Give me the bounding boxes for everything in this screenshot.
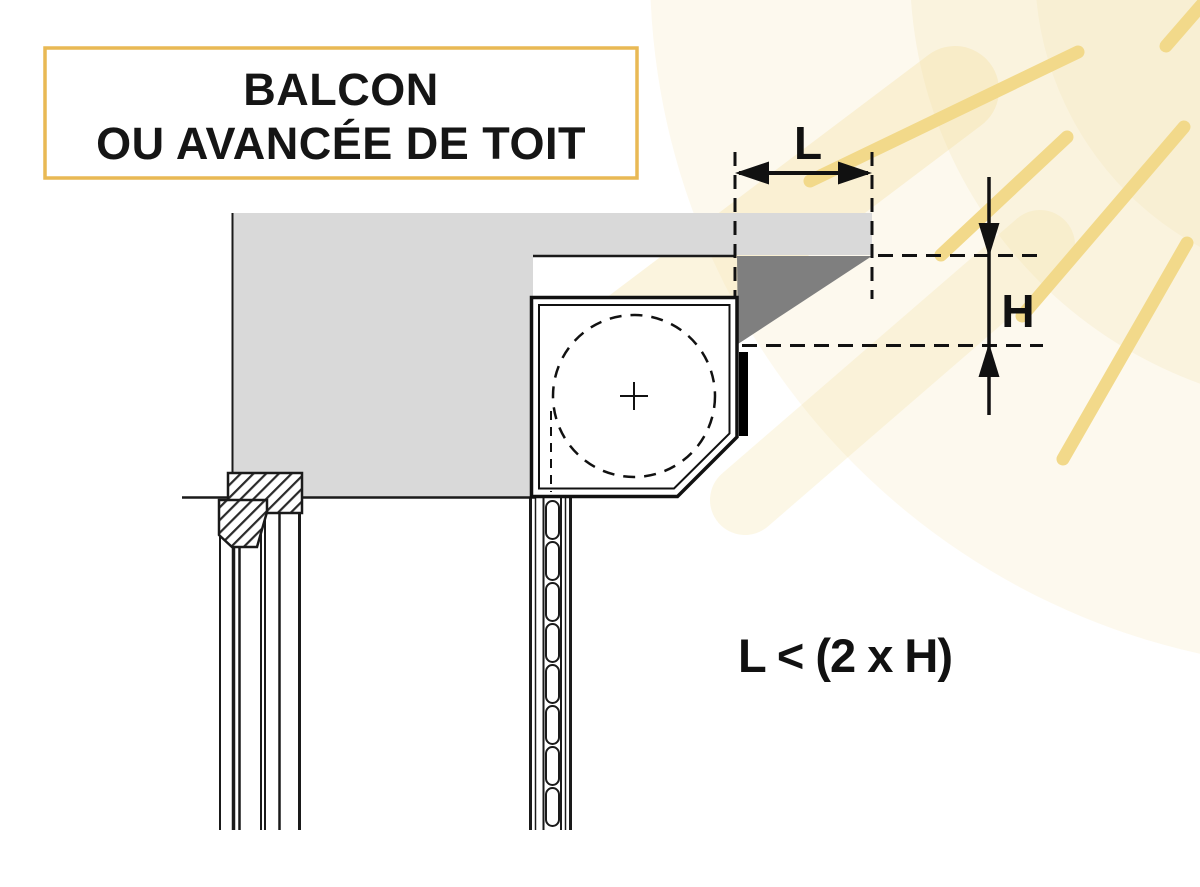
sun-ray (1015, 120, 1191, 323)
arrowhead-right (838, 161, 872, 185)
slat (545, 664, 560, 704)
shutter-roll-dashed-circle (551, 313, 717, 479)
frame-hatched-block (217, 498, 269, 549)
dimension-H: H (742, 177, 1043, 415)
shutter-box (529, 295, 748, 499)
sun-ray (934, 130, 1074, 262)
sun-ray (1159, 0, 1200, 53)
slat (545, 787, 560, 827)
slat (545, 541, 560, 581)
slat (545, 705, 560, 745)
dimension-L: L (733, 117, 874, 299)
slat (545, 746, 560, 786)
sun-ray (803, 45, 1085, 188)
slat (545, 623, 560, 663)
rule-formula: L < (2 x H) (738, 629, 952, 682)
arrowhead-down (978, 223, 1000, 257)
title-box-border (43, 46, 639, 180)
title-box: BALCON OU AVANCÉE DE TOIT (43, 46, 639, 180)
dimension-L-label: L (794, 117, 822, 169)
sun-rays (803, 0, 1200, 466)
dimension-H-label: H (1001, 285, 1034, 337)
sun-beam (710, 210, 1075, 535)
arrowhead-up (978, 343, 1000, 377)
roll-axis-cross (620, 382, 648, 410)
curtain-exit-bar (739, 352, 748, 436)
slat (545, 582, 560, 622)
curtain-slats (545, 500, 560, 827)
sun-ray (1056, 236, 1194, 466)
shutter-curtain-section (529, 497, 572, 830)
box-inner-wall (538, 304, 731, 490)
title-line-1: BALCON (243, 64, 438, 115)
title-line-2: OU AVANCÉE DE TOIT (96, 118, 586, 169)
sun-halo-inner (1036, 0, 1200, 247)
slat (545, 500, 560, 540)
arrowhead-left (735, 161, 769, 185)
sun-glow (586, 0, 1200, 654)
slab-polygon (232, 213, 872, 497)
window-frame-section (217, 471, 304, 830)
shadow-triangle (737, 256, 872, 344)
